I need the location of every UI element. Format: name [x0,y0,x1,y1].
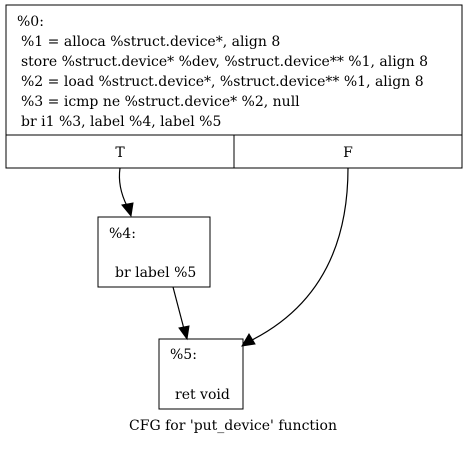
node-entry: %0: %1 = alloca %struct.device*, align 8… [5,4,463,169]
edge-entry-to-bb5-arrowhead [241,333,256,347]
edge-bb4-to-bb5 [172,286,190,341]
edge-entry-to-bb4 [118,167,134,218]
true-port-label: T [115,145,125,161]
node-bb4-line-1: br label %5 [115,265,196,281]
node-bb5-line-1: ret void [175,387,230,403]
edge-entry-to-bb4-line [118,167,128,207]
node-bb5-header: %5: [170,347,197,363]
node-bb5: %5: ret void [158,338,244,410]
node-entry-line-2: store %struct.device* %dev, %struct.devi… [21,54,428,70]
node-bb4-box [97,216,211,288]
node-entry-line-5: br i1 %3, label %4, label %5 [21,114,221,130]
node-entry-line-3: %2 = load %struct.device*, %struct.devic… [21,74,424,90]
edge-entry-to-bb5-line [251,167,349,341]
node-entry-header: %0: [17,14,44,30]
edge-bb4-to-bb5-line [172,286,185,330]
node-bb5-box [158,338,244,410]
edge-entry-to-bb5 [241,167,349,347]
node-bb4-header: %4: [109,226,136,242]
edge-entry-to-bb4-arrowhead [121,202,134,218]
edge-bb4-to-bb5-arrowhead [178,325,190,341]
node-entry-line-4: %3 = icmp ne %struct.device* %2, null [21,94,300,110]
false-port-label: F [343,145,353,161]
node-bb4: %4: br label %5 [97,216,211,288]
node-entry-line-1: %1 = alloca %struct.device*, align 8 [21,34,280,50]
diagram-title: CFG for 'put_device' function [129,418,337,434]
